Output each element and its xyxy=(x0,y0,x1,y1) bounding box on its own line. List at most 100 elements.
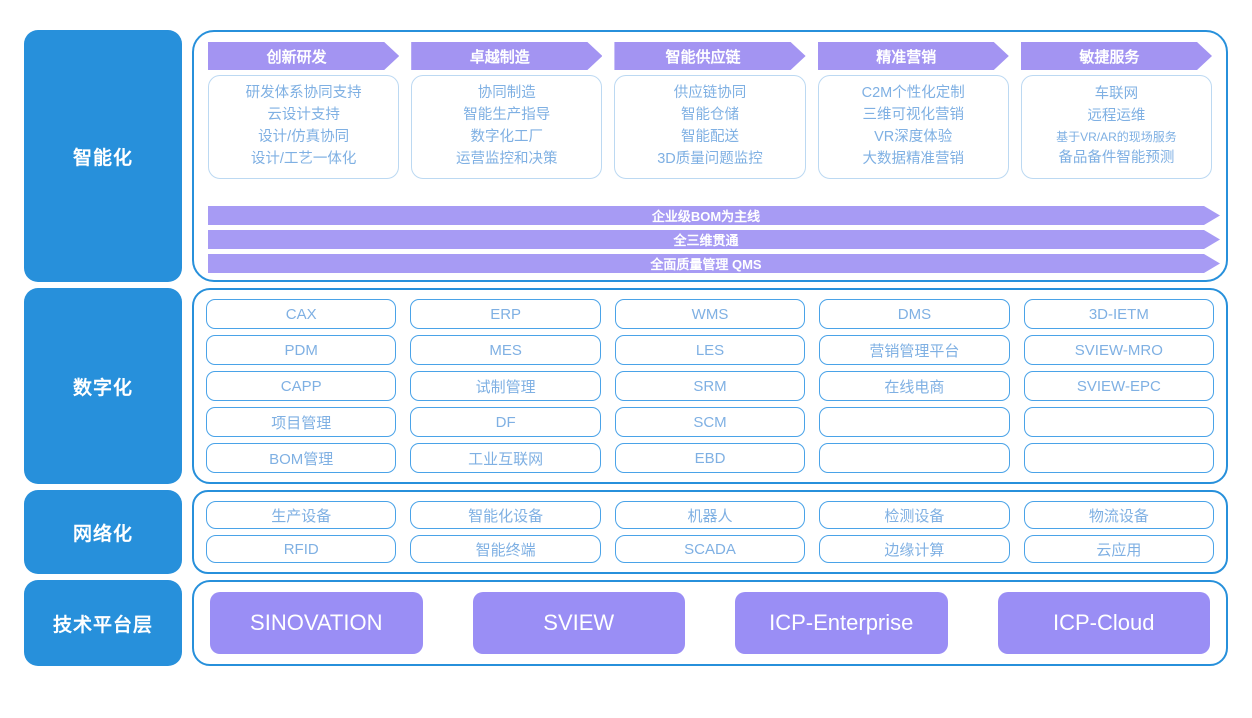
empty-chip xyxy=(819,407,1010,437)
pillar-column: 精准营销 C2M个性化定制三维可视化营销 VR深度体验大数据精准营销 xyxy=(817,42,1009,179)
pillar-item: 基于VR/AR的现场服务 xyxy=(1056,130,1177,144)
digital-layer-panel: CAX PDM CAPP 项目管理 BOM管理 ERP MES 试制管理 DF 工业互联网 WMS L… xyxy=(192,288,1228,484)
network-device-chip[interactable]: 智能终端 xyxy=(410,535,601,563)
digital-system-chip[interactable]: SVIEW-EPC xyxy=(1023,371,1215,401)
platform-product-button[interactable]: SINOVATION xyxy=(210,592,423,654)
network-device-chip[interactable]: 边缘计算 xyxy=(819,535,1010,563)
chip-column: 3D-IETM SVIEW-MRO SVIEW-EPC xyxy=(1023,299,1215,473)
pillar-header[interactable]: 敏捷服务 xyxy=(1021,42,1212,70)
pillar-column: 卓越制造协同制造智能生产指导数字化工厂运营监控和决策 xyxy=(411,42,603,179)
pillar-item: 供应链协同 xyxy=(673,85,747,101)
pillar-header[interactable]: 卓越制造 xyxy=(411,42,602,70)
digital-system-chip[interactable]: 营销管理平台 xyxy=(819,335,1010,365)
pillar-header[interactable]: 精准营销 xyxy=(818,42,1009,70)
backbone-arrow-bar[interactable]: 企业级BOM为主线 xyxy=(208,206,1220,225)
layer-label-digital-text: 数字化 xyxy=(72,377,133,399)
digital-system-chip[interactable]: CAX xyxy=(206,299,397,329)
network-device-chip[interactable]: 生产设备 xyxy=(206,501,397,529)
chip-column: CAX PDM CAPP 项目管理 BOM管理 xyxy=(206,299,397,473)
network-device-chip[interactable]: 检测设备 xyxy=(819,501,1010,529)
pillar-body: 协同制造智能生产指导数字化工厂运营监控和决策 xyxy=(411,75,603,179)
digital-system-chip[interactable]: 试制管理 xyxy=(410,371,601,401)
pillar-item: 云设计支持 xyxy=(267,107,340,123)
digital-system-chip[interactable]: DMS xyxy=(819,299,1010,329)
network-layer-panel: 生产设备 RFID 智能化设备智能终端机器人 SCADA 检测设备边缘计算物流设备云应用 xyxy=(192,490,1228,574)
network-device-chip[interactable]: 云应用 xyxy=(1023,535,1215,563)
pillar-item: C2M个性化定制 xyxy=(861,85,965,101)
backbone-bar-row: 企业级BOM为主线全三维贯通全面质量管理 QMS xyxy=(208,206,1220,273)
layer-label-digital[interactable]: 数字化 xyxy=(24,288,182,484)
network-device-chip[interactable]: 机器人 xyxy=(614,501,806,529)
pillar-item: 数字化工厂 xyxy=(470,129,544,145)
pillar-item: 协同制造 xyxy=(477,85,536,101)
chip-column: 生产设备 RFID xyxy=(206,501,397,563)
empty-chip xyxy=(819,443,1010,473)
layer-label-network-text: 网络化 xyxy=(72,523,133,545)
network-chip-grid: 生产设备 RFID 智能化设备智能终端机器人 SCADA 检测设备边缘计算物流设备云应用 xyxy=(206,501,1215,563)
pillar-item: 车联网 xyxy=(1094,86,1139,102)
pillar-item: VR深度体验 xyxy=(874,129,953,145)
layer-label-network[interactable]: 网络化 xyxy=(24,490,182,574)
digital-system-chip[interactable]: ERP xyxy=(410,299,601,329)
pillar-body: C2M个性化定制三维可视化营销 VR深度体验大数据精准营销 xyxy=(817,75,1009,179)
digital-system-chip[interactable]: 工业互联网 xyxy=(410,443,601,473)
pillar-item: 设计/工艺一体化 xyxy=(250,151,357,167)
intelligent-layer-panel: 创新研发研发体系协同支持云设计支持设计/仿真协同设计/工艺一体化卓越制造协同制造… xyxy=(192,30,1228,282)
pillar-item: 智能生产指导 xyxy=(463,107,551,123)
platform-button-row: SINOVATION SVIEW ICP-Enterprise ICP-Cloud xyxy=(210,592,1210,654)
platform-layer-panel: SINOVATION SVIEW ICP-Enterprise ICP-Cloud xyxy=(192,580,1228,666)
digital-system-chip[interactable]: DF xyxy=(410,407,601,437)
network-device-chip[interactable]: RFID xyxy=(206,535,397,563)
digital-system-chip[interactable]: SRM xyxy=(614,371,806,401)
digital-system-chip[interactable]: 项目管理 xyxy=(206,407,397,437)
digital-system-chip[interactable]: 3D-IETM xyxy=(1023,299,1215,329)
digital-system-chip[interactable]: SCM xyxy=(614,407,806,437)
chip-column: ERP MES 试制管理 DF 工业互联网 xyxy=(410,299,601,473)
chip-column: 智能化设备智能终端 xyxy=(410,501,601,563)
platform-product-button[interactable]: ICP-Cloud xyxy=(997,592,1210,654)
network-device-chip[interactable]: SCADA xyxy=(614,535,806,563)
pillar-item: 运营监控和决策 xyxy=(456,151,558,167)
pillar-item: 三维可视化营销 xyxy=(862,107,964,123)
pillar-item: 智能配送 xyxy=(681,129,739,145)
digital-system-chip[interactable]: EBD xyxy=(614,443,806,473)
chip-column: 检测设备边缘计算 xyxy=(819,501,1010,563)
pillar-item: 备品备件智能预测 xyxy=(1058,150,1175,166)
pillar-body: 研发体系协同支持云设计支持设计/仿真协同设计/工艺一体化 xyxy=(208,75,400,179)
pillar-body: 车联网远程运维基于VR/AR的现场服务备品备件智能预测 xyxy=(1020,75,1213,179)
digital-system-chip[interactable]: LES xyxy=(614,335,806,365)
digital-chip-grid: CAX PDM CAPP 项目管理 BOM管理 ERP MES 试制管理 DF 工业互联网 WMS L… xyxy=(206,299,1215,473)
pillar-row: 创新研发研发体系协同支持云设计支持设计/仿真协同设计/工艺一体化卓越制造协同制造… xyxy=(208,42,1213,179)
layer-label-intelligent[interactable]: 智能化 xyxy=(24,30,182,282)
digital-system-chip[interactable]: PDM xyxy=(206,335,397,365)
backbone-arrow-bar[interactable]: 全面质量管理 QMS xyxy=(208,254,1220,273)
pillar-column: 创新研发研发体系协同支持云设计支持设计/仿真协同设计/工艺一体化 xyxy=(208,42,400,179)
network-device-chip[interactable]: 智能化设备 xyxy=(410,501,601,529)
digital-system-chip[interactable]: CAPP xyxy=(206,371,397,401)
digital-system-chip[interactable]: WMS xyxy=(614,299,806,329)
platform-product-button[interactable]: SVIEW xyxy=(472,592,685,654)
pillar-item: 远程运维 xyxy=(1087,108,1146,124)
pillar-item: 大数据精准营销 xyxy=(862,151,964,167)
pillar-column: 敏捷服务车联网远程运维基于VR/AR的现场服务备品备件智能预测 xyxy=(1020,42,1213,179)
digital-system-chip[interactable]: 在线电商 xyxy=(819,371,1010,401)
pillar-header[interactable]: 智能供应链 xyxy=(614,42,805,70)
layer-label-platform[interactable]: 技术平台层 xyxy=(24,580,182,666)
platform-product-button[interactable]: ICP-Enterprise xyxy=(735,592,948,654)
pillar-item: 设计/仿真协同 xyxy=(258,129,350,145)
chip-column: DMS 营销管理平台在线电商 xyxy=(819,299,1010,473)
digital-system-chip[interactable]: BOM管理 xyxy=(206,443,397,473)
pillar-header[interactable]: 创新研发 xyxy=(208,42,399,70)
network-device-chip[interactable]: 物流设备 xyxy=(1023,501,1215,529)
chip-column: WMS LES SRM SCM EBD xyxy=(614,299,806,473)
chip-column: 机器人 SCADA xyxy=(614,501,806,563)
digital-system-chip[interactable]: SVIEW-MRO xyxy=(1023,335,1215,365)
chip-column: 物流设备云应用 xyxy=(1023,501,1215,563)
backbone-arrow-bar[interactable]: 全三维贯通 xyxy=(208,230,1220,249)
digital-system-chip[interactable]: MES xyxy=(410,335,601,365)
pillar-item: 研发体系协同支持 xyxy=(245,85,362,101)
layer-label-platform-text: 技术平台层 xyxy=(52,614,153,636)
